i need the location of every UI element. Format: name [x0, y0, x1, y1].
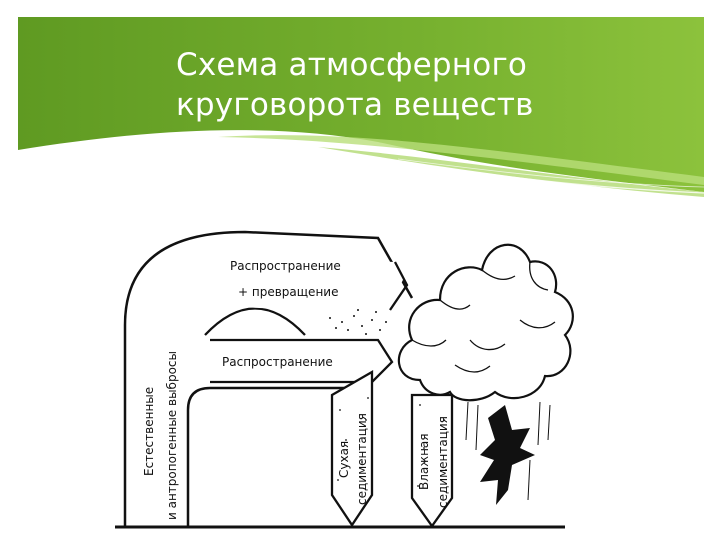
title-line-1: Схема атмосферного — [176, 47, 528, 83]
dome-shape — [204, 307, 306, 336]
lower-arrow — [210, 338, 394, 384]
dry-label-line1: Сухая — [337, 441, 351, 478]
title-banner: Схема атмосферного круговорота веществ — [18, 17, 704, 197]
title-line-2: круговорота веществ — [176, 87, 534, 123]
upper-arrow-label-line1: Распространение — [230, 259, 341, 273]
dry-speckles — [337, 397, 369, 481]
particle-speckles — [329, 309, 387, 335]
emissions-arch-outer — [123, 230, 414, 526]
dry-label-line2: седиментация — [355, 413, 369, 505]
cloud-details — [411, 261, 556, 373]
lightning-bolt-icon — [480, 405, 535, 505]
rain-streaks — [465, 401, 551, 501]
emissions-arch-inner — [186, 386, 350, 526]
cloud-icon — [397, 243, 574, 402]
page-title: Схема атмосферного круговорота веществ — [176, 45, 696, 125]
wet-label-line1: Влажная — [417, 434, 431, 490]
upper-arrow-label-line2: + превращение — [238, 285, 338, 299]
lower-arrow-label: Распространение — [222, 355, 333, 369]
dry-sedimentation-arrow — [330, 370, 374, 528]
wet-label-line2: седиментация — [436, 416, 450, 508]
upper-arrow-fill — [215, 256, 405, 310]
wet-drops — [417, 404, 447, 487]
banner-background — [18, 17, 704, 197]
emissions-label-line1: Естественные — [142, 387, 156, 476]
rain-lightning-icon — [465, 401, 551, 505]
emissions-label-line2: и антропогенные выбросы — [165, 351, 179, 520]
upper-arrow-head — [389, 261, 409, 311]
